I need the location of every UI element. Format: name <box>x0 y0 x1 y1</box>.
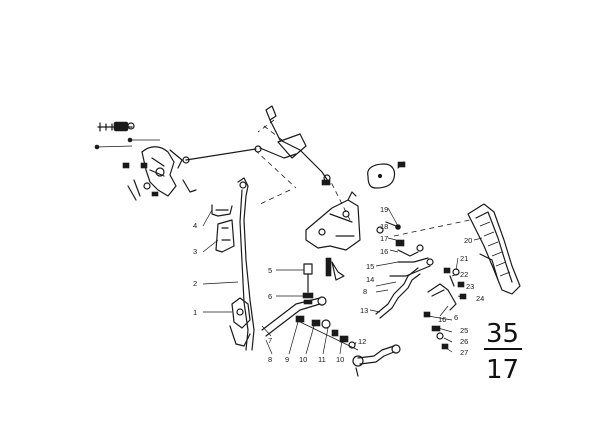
callout-17: 17 <box>380 234 388 243</box>
callout-24: 24 <box>476 294 484 303</box>
callout-26: 26 <box>460 337 468 346</box>
callout-8: 8 <box>268 355 272 364</box>
callout-4: 4 <box>193 221 197 230</box>
page-code-top: 35 <box>486 319 519 349</box>
pedal-stop-bracket <box>427 283 457 311</box>
callout-21: 21 <box>460 254 468 263</box>
callout-11: 11 <box>318 355 326 364</box>
upper-linkage-bracket <box>259 105 331 186</box>
callout-12: 12 <box>358 337 366 346</box>
callout-2: 2 <box>193 279 197 288</box>
callout-numbers: 4 3 2 1 5 6 7 8 9 10 11 10 12 13 8 14 15… <box>193 205 484 364</box>
throttle-lever <box>237 177 255 351</box>
callout-5: 5 <box>268 266 272 275</box>
callout-18: 18 <box>380 222 388 231</box>
rubber-sleeve <box>215 219 235 253</box>
pedal-pivot-assembly <box>375 221 434 319</box>
callout-9: 9 <box>285 355 289 364</box>
callout-16-lower: 16 <box>438 315 446 324</box>
callout-13: 13 <box>360 306 368 315</box>
callout-10-left: 10 <box>299 355 307 364</box>
lower-lever <box>352 344 401 377</box>
callout-8-right: 8 <box>363 287 367 296</box>
throttle-cable-assembly <box>94 121 160 150</box>
callout-14: 14 <box>366 275 374 284</box>
pedal-mounting-bracket <box>305 191 361 281</box>
callout-25: 25 <box>460 326 468 335</box>
page-code: 35 17 <box>484 319 522 385</box>
bellcrank-bracket <box>122 146 197 201</box>
pull-rod <box>185 145 262 161</box>
connecting-rod <box>261 296 327 337</box>
spring-clip <box>211 204 233 217</box>
callout-6: 6 <box>268 292 272 301</box>
bolt-stack <box>302 263 314 305</box>
callout-10-right: 10 <box>336 355 344 364</box>
callout-15: 15 <box>366 262 374 271</box>
callout-23: 23 <box>466 282 474 291</box>
callout-19: 19 <box>380 205 388 214</box>
cover-plate <box>367 161 406 189</box>
callout-leader-lines <box>202 207 483 355</box>
callout-3: 3 <box>193 247 197 256</box>
callout-20: 20 <box>464 236 472 245</box>
page-code-bottom: 17 <box>486 355 519 385</box>
callout-7: 7 <box>268 336 272 345</box>
reference-dashed-lines <box>254 119 471 237</box>
lever-bracket <box>229 297 251 347</box>
callout-27: 27 <box>460 348 468 357</box>
callout-1: 1 <box>193 308 197 317</box>
accelerator-pedal <box>467 203 521 295</box>
callout-6-right: 6 <box>454 313 458 322</box>
callout-16-upper: 16 <box>380 247 388 256</box>
callout-22: 22 <box>460 270 468 279</box>
